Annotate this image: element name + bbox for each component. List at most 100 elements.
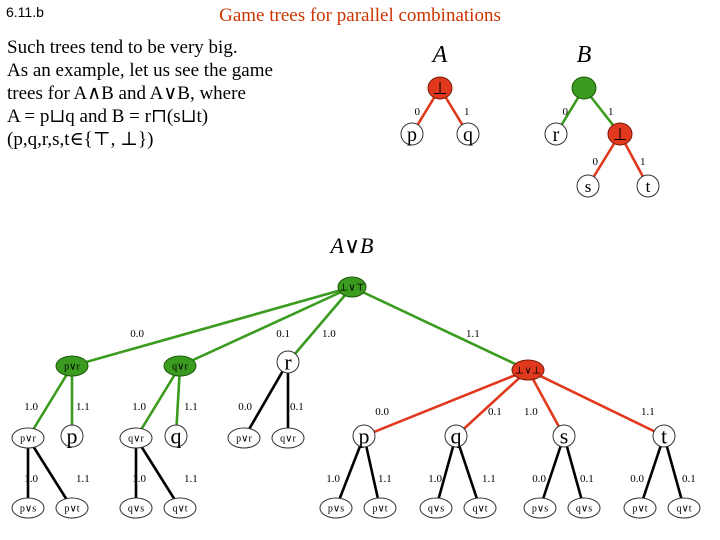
edge-label: 1.0 — [24, 473, 38, 485]
node-C_bvb: ⊥∨⊥ — [511, 359, 545, 381]
node-shape — [623, 497, 657, 519]
node-A_p: p — [400, 122, 424, 146]
node-shape — [444, 424, 468, 448]
edge-label: 1.0 — [132, 401, 146, 413]
edge-L2_p2-L3_pvt2 — [362, 435, 382, 509]
edge-L2_qvr-L3_qvt — [134, 437, 182, 509]
node-shape — [576, 174, 600, 198]
node-label: p∨s — [20, 504, 36, 515]
node-label: q — [171, 424, 182, 449]
edge-L2_q2-L3_qvt2 — [454, 435, 482, 509]
node-C_qvr: q∨r — [163, 355, 197, 377]
node-shape — [667, 497, 701, 519]
node-label: p∨t — [372, 504, 387, 515]
node-label: p∨r — [20, 434, 36, 445]
edge-label: 0.0 — [532, 473, 546, 485]
edge-label: 1.0 — [322, 328, 336, 340]
node-label: q∨r — [128, 434, 144, 445]
node-label: p — [407, 124, 417, 146]
edge-C_bvb-L2_t — [527, 368, 665, 438]
edge-label: 0.0 — [630, 473, 644, 485]
intro-line-4: A = p⊔q and B = r⊓(s⊔t) — [7, 106, 209, 127]
node-shape — [636, 174, 660, 198]
edge-label: 1.0 — [524, 406, 538, 418]
node-label: q — [451, 424, 462, 449]
edge-C_r-L2_pvr2 — [242, 361, 290, 439]
edge-C_bvb-L2_p2 — [363, 368, 529, 438]
node-L3_qvt2: q∨t — [463, 497, 497, 519]
edge-label: 1.1 — [482, 473, 496, 485]
node-shape — [652, 424, 676, 448]
node-shape — [544, 122, 568, 146]
node-label: ⊥∨⊤ — [339, 283, 365, 294]
node-L2_s: s — [552, 424, 576, 449]
edge-label: 1.1 — [466, 328, 480, 340]
node-label: p∨t — [632, 504, 647, 515]
node-label: t — [646, 177, 651, 196]
node-shape — [11, 427, 45, 449]
node-L2_q2: q — [444, 424, 468, 449]
node-shape — [607, 122, 633, 146]
node-label: ⊥ — [433, 79, 448, 98]
edge-C_qvr-L2_qvr — [134, 365, 182, 439]
edge-C_bvb-L2_s — [526, 369, 566, 437]
edge-L2_p2-L3_pvs2 — [334, 435, 366, 509]
node-label: p — [359, 424, 370, 449]
edge-C_qvr-L2_q — [174, 365, 182, 437]
intro-line-3: trees for A∧B and A∨B, where — [7, 83, 246, 104]
node-shape — [163, 355, 197, 377]
node-label: t — [661, 424, 667, 449]
node-label: q — [463, 124, 473, 146]
tree-label-b: B — [577, 42, 592, 68]
node-A_root: ⊥ — [427, 76, 453, 100]
node-label: s — [560, 424, 569, 449]
node-label: p∨s — [328, 504, 344, 515]
tree-label-a-or-b: A∨B — [329, 233, 374, 258]
edge-C_root-C_r — [287, 286, 353, 363]
edge-C_pvr-L2_pvr — [26, 365, 74, 439]
node-shape — [456, 122, 480, 146]
node-shape — [337, 276, 367, 298]
edge-label: 1.1 — [76, 473, 90, 485]
node-label: p∨r — [236, 434, 252, 445]
node-L2_qvr2: q∨r — [271, 427, 305, 449]
node-label: q∨t — [472, 504, 487, 515]
node-shape — [319, 497, 353, 519]
edge-label: 0.1 — [682, 473, 696, 485]
edge-label: 1.0 — [132, 473, 146, 485]
node-label: q∨r — [172, 362, 188, 373]
node-C_pvr: p∨r — [55, 355, 89, 377]
node-L3_qvt3: q∨t — [667, 497, 701, 519]
node-shape — [363, 497, 397, 519]
edge-label: 0.1 — [276, 328, 290, 340]
node-L3_pvs3: p∨s — [523, 497, 557, 519]
node-shape — [164, 424, 188, 448]
edge-label: 1.0 — [428, 473, 442, 485]
node-label: ⊥∨⊥ — [515, 366, 541, 377]
edge-C_root-C_pvr — [71, 285, 353, 368]
node-label: p — [67, 424, 78, 449]
node-B_bot: ⊥ — [607, 122, 633, 146]
node-label: q∨r — [280, 434, 296, 445]
node-shape — [427, 76, 453, 100]
node-B_root — [571, 76, 597, 100]
edge-label: 1 — [640, 156, 646, 168]
slide-title: Game trees for parallel combinations — [0, 5, 720, 27]
edge-C_root-C_qvr — [179, 285, 353, 368]
node-label: p∨s — [532, 504, 548, 515]
node-L3_qvt: q∨t — [163, 497, 197, 519]
node-shape — [163, 497, 197, 519]
edge-label: 1.1 — [641, 406, 655, 418]
edge-label: 0.1 — [488, 406, 502, 418]
edge-label: 0.1 — [290, 401, 304, 413]
intro-line-2: As an example, let us see the game — [7, 60, 273, 81]
edge-label: 1.0 — [24, 401, 38, 413]
node-shape — [552, 424, 576, 448]
edge-C_root-C_bvb — [351, 285, 529, 372]
node-label: ⊥ — [613, 125, 628, 144]
node-L2_p: p — [60, 424, 84, 449]
edge-label: 0.0 — [375, 406, 389, 418]
node-L3_qvs3: q∨s — [567, 497, 601, 519]
